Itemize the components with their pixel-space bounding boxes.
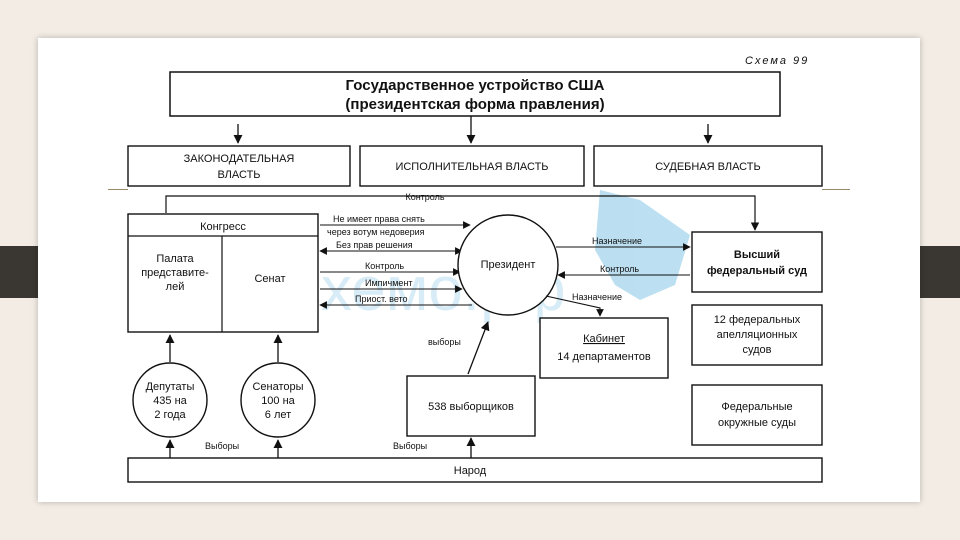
control-label: Контроль [365, 261, 404, 271]
control-court-label: Контроль [600, 264, 639, 274]
executive-label: ИСПОЛНИТЕЛЬНАЯ ВЛАСТЬ [395, 161, 548, 173]
deputies-line3: 2 года [154, 409, 186, 421]
president-circle [457, 214, 559, 316]
appeals-line3: судов [742, 344, 771, 356]
district-court-box [691, 384, 823, 446]
appeals-line2: апелляционных [717, 329, 798, 341]
senators-line3: 6 лет [265, 409, 291, 421]
decor-rule-left [108, 189, 128, 190]
cabinet-line2: 14 департаментов [557, 351, 651, 363]
impeachment-label: Импичмент [365, 278, 413, 288]
legislative-box [127, 145, 351, 187]
appointment-court-label: Назначение [592, 236, 642, 246]
people-label: Народ [454, 465, 487, 477]
president-label: Президент [481, 259, 536, 271]
title-line2: (президентская форма правления) [345, 96, 604, 113]
title-line1: Государственное устройство США [346, 77, 605, 94]
no-vote-label: Без прав решения [336, 240, 413, 250]
congress-title: Конгресс [200, 221, 246, 233]
title-box [169, 71, 781, 117]
control-top-line [165, 195, 760, 231]
supreme-line2: федеральный суд [707, 265, 807, 277]
control-top-label: Контроль [405, 192, 444, 202]
district-line2: окружные суды [718, 417, 796, 429]
district-line1: Федеральные [721, 401, 792, 413]
house-line1: Палата [156, 253, 194, 265]
supreme-line1: Высший [734, 249, 780, 261]
electors-label: 538 выборщиков [428, 401, 514, 413]
congress-box [127, 213, 319, 333]
senate-label: Сенат [254, 273, 285, 285]
no-dismiss-line1: Не имеет права снять [333, 214, 425, 224]
appeals-line1: 12 федеральных [714, 314, 801, 326]
legislative-line1: ЗАКОНОДАТЕЛЬНАЯ [184, 153, 295, 165]
deputies-line2: 435 на [153, 395, 187, 407]
deputies-circle [132, 362, 208, 438]
legislative-line2: ВЛАСТЬ [217, 169, 260, 181]
house-line3: лей [166, 281, 185, 293]
supreme-court-box [691, 231, 823, 293]
appointment-cabinet-label: Назначение [572, 292, 622, 302]
cabinet-box [539, 317, 669, 379]
senators-line1: Сенаторы [252, 381, 303, 393]
deputies-line1: Депутаты [146, 381, 195, 393]
elections-mid-label: Выборы [393, 441, 427, 451]
veto-label: Приост. вето [355, 294, 408, 304]
electors-box [406, 375, 536, 437]
judicial-box [593, 145, 823, 187]
judicial-label: СУДЕБНАЯ ВЛАСТЬ [655, 161, 760, 173]
executive-box [359, 145, 585, 187]
people-box [127, 457, 823, 483]
senators-line2: 100 на [261, 395, 295, 407]
elections-president-label: выборы [428, 337, 461, 347]
decor-rule-right [822, 189, 850, 190]
elections-left-label: Выборы [205, 441, 239, 451]
senators-circle [240, 362, 316, 438]
no-dismiss-line2: через вотум недоверия [327, 227, 425, 237]
cabinet-line1: Кабинет [583, 333, 625, 345]
scheme-label: Схема 99 [745, 55, 809, 67]
appeals-court-box [691, 304, 823, 366]
house-line2: представите- [141, 267, 209, 279]
